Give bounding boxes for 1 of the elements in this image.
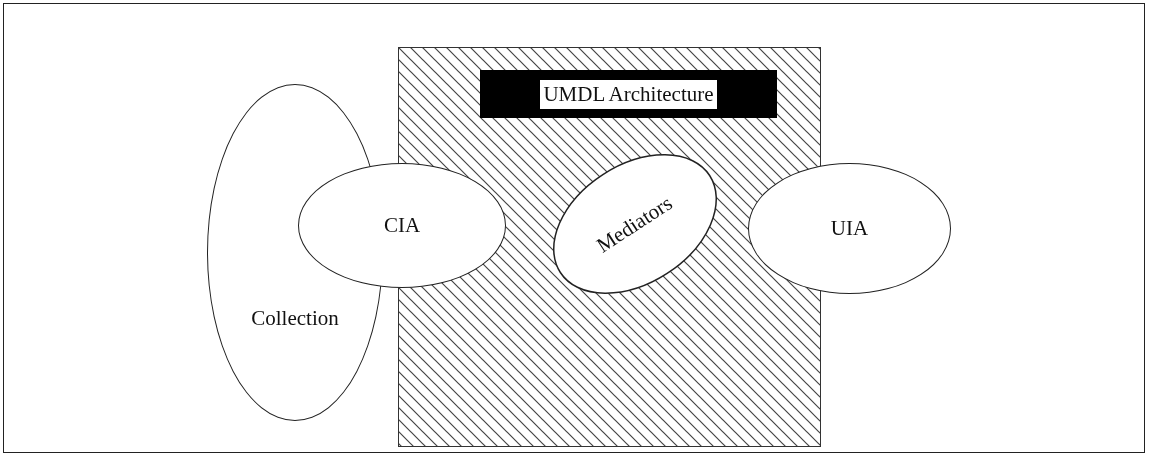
box-heading: UMDL Architecture xyxy=(540,79,717,109)
